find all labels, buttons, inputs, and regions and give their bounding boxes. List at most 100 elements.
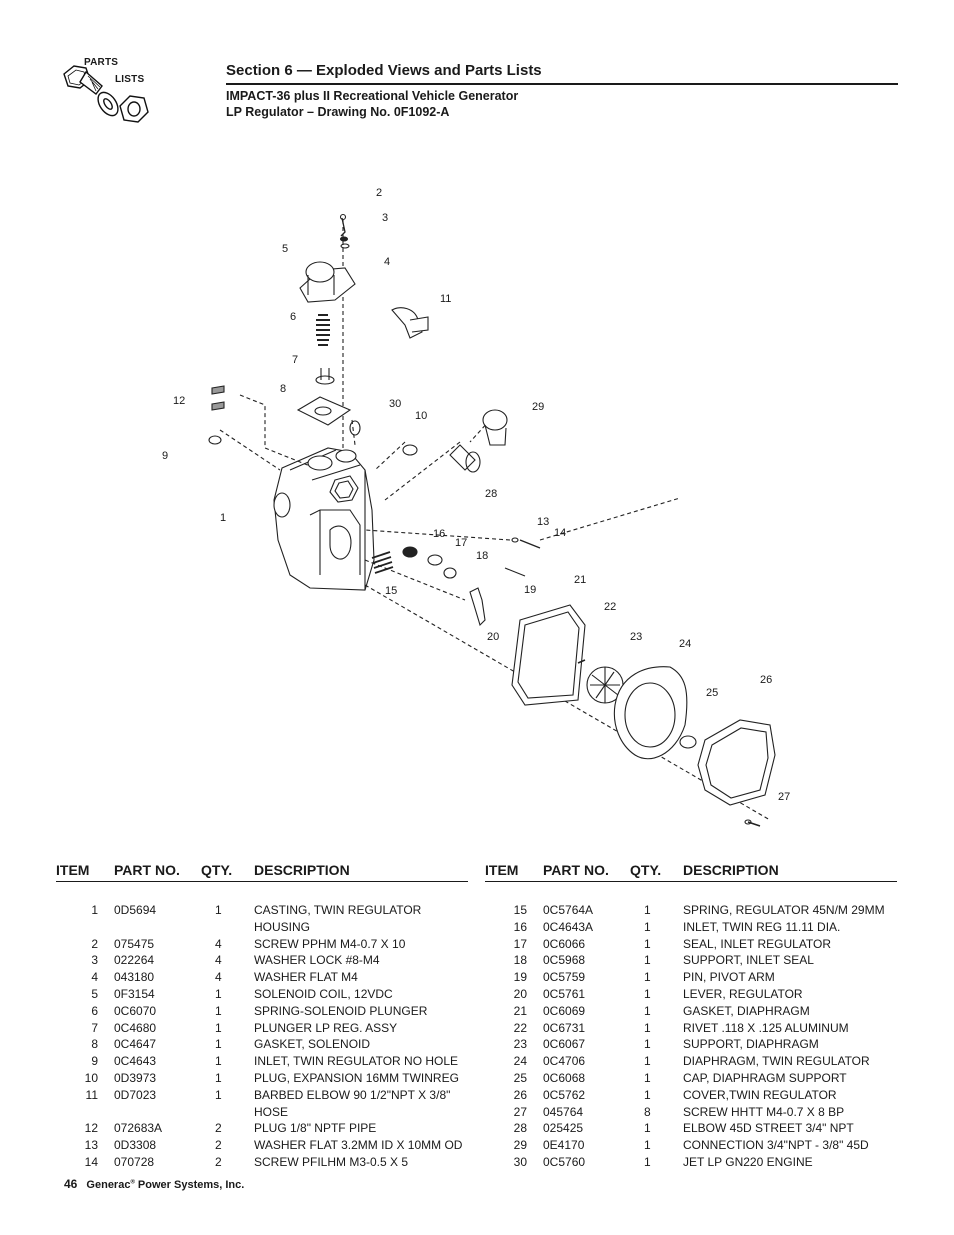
description-line-continued: HOUSING — [254, 919, 311, 934]
callout-18: 18 — [476, 550, 489, 562]
callout-13: 13 — [537, 516, 550, 528]
page-footer: 46 Generac® Power Systems, Inc. — [64, 1177, 244, 1191]
cell-item: 13 — [84, 1138, 98, 1153]
cell-description: CAP, DIAPHRAGM SUPPORT — [683, 1070, 897, 1087]
description-line: PLUG, EXPANSION 16MM TWINREG — [254, 1070, 459, 1085]
description-line: CONNECTION 3/4"NPT - 3/8" 45D — [683, 1138, 869, 1153]
cell-qty: 1 — [215, 1054, 222, 1069]
description-line: GASKET, SOLENOID — [254, 1037, 371, 1052]
cell-description: RIVET .118 X .125 ALUMINUM — [683, 1020, 897, 1037]
cell-part-no: 0C4643A — [543, 919, 594, 934]
cell-qty: 1 — [644, 1054, 651, 1069]
cell-qty: 4 — [215, 970, 222, 985]
description-line: CASTING, TWIN REGULATOR — [254, 903, 422, 917]
description-line: PLUG 1/8" NPTF PIPE — [254, 1121, 377, 1136]
logo-text-lists: LISTS — [115, 74, 145, 85]
cell-item: 24 — [513, 1054, 527, 1069]
callout-24: 24 — [679, 638, 692, 650]
cell-item: 17 — [513, 936, 527, 951]
description-line: DIAPHRAGM, TWIN REGULATOR — [683, 1054, 870, 1069]
callout-16: 16 — [433, 528, 446, 540]
cell-description: SUPPORT, DIAPHRAGM — [683, 1036, 897, 1053]
description-line: PLUNGER LP REG. ASSY — [254, 1020, 398, 1035]
cell-description: SUPPORT, INLET SEAL — [683, 952, 897, 969]
cell-item: 19 — [513, 970, 527, 985]
header-item: ITEM — [485, 862, 543, 882]
description-line: ELBOW 45D STREET 3/4" NPT — [683, 1121, 854, 1136]
cell-part-no: 0C5761 — [543, 986, 586, 1001]
description-line: SUPPORT, DIAPHRAGM — [683, 1037, 819, 1052]
callout-20: 20 — [487, 631, 500, 643]
cell-item: 27 — [513, 1104, 527, 1119]
cell-part-no: 043180 — [114, 970, 155, 985]
cell-item: 26 — [513, 1087, 527, 1102]
cell-description: SCREW HHTT M4-0.7 X 8 BP — [683, 1104, 897, 1121]
cell-item: 2 — [91, 936, 98, 951]
callout-4: 4 — [384, 256, 391, 268]
cell-description: SPRING-SOLENOID PLUNGER — [254, 1003, 468, 1020]
callout-22: 22 — [604, 601, 617, 613]
cell-part-no: 070728 — [114, 1154, 155, 1169]
callout-26: 26 — [760, 674, 773, 686]
cell-description: PIN, PIVOT ARM — [683, 969, 897, 986]
callout-19: 19 — [524, 584, 537, 596]
callout-23: 23 — [630, 631, 643, 643]
header-qty: QTY. — [201, 862, 254, 882]
cell-part-no: 0C5760 — [543, 1154, 586, 1169]
cell-qty: 2 — [215, 1138, 222, 1153]
cell-description: WASHER LOCK #8-M4 — [254, 952, 468, 969]
callout-8: 8 — [280, 383, 287, 395]
description-line: SCREW PFILHM M3-0.5 X 5 — [254, 1154, 409, 1169]
cell-qty: 2 — [215, 1154, 222, 1169]
callout-1: 1 — [220, 512, 227, 524]
cell-qty: 1 — [215, 903, 222, 917]
cell-item: 29 — [513, 1138, 527, 1153]
cell-part-no: 025425 — [543, 1121, 584, 1136]
description-line: SOLENOID COIL, 12VDC — [254, 986, 393, 1001]
registered-mark: ® — [130, 1179, 135, 1186]
cell-qty: 1 — [644, 1087, 651, 1102]
cell-qty: 1 — [644, 1003, 651, 1018]
cell-qty: 1 — [644, 1138, 651, 1153]
cell-item: 8 — [91, 1037, 98, 1052]
cell-part-no: 0D3308 — [114, 1138, 157, 1153]
cell-part-no: 0C6068 — [543, 1070, 586, 1085]
section-title: Section 6 — Exploded Views and Parts Lis… — [226, 62, 898, 85]
cell-description: INLET, TWIN REG 11.11 DIA. — [683, 919, 897, 936]
cell-qty: 2 — [215, 1121, 222, 1136]
cell-qty: 1 — [215, 1070, 222, 1085]
cell-description: WASHER FLAT M4 — [254, 969, 468, 986]
header-description: DESCRIPTION — [254, 862, 468, 882]
cell-description: SPRING, REGULATOR 45N/M 29MM — [683, 882, 897, 919]
cell-description: PLUNGER LP REG. ASSY — [254, 1020, 468, 1037]
description-line: SCREW HHTT M4-0.7 X 8 BP — [683, 1104, 845, 1119]
cell-part-no: 0D5694 — [114, 903, 157, 917]
callout-15: 15 — [385, 585, 398, 597]
company-name: Generac — [86, 1179, 131, 1191]
description-line: GASKET, DIAPHRAGM — [683, 1003, 810, 1018]
cell-item: 25 — [513, 1070, 527, 1085]
cell-part-no: 0D7023 — [114, 1087, 157, 1102]
cell-qty: 1 — [215, 1020, 222, 1035]
cell-part-no: 0C6731 — [543, 1020, 586, 1035]
header-item: ITEM — [56, 862, 114, 882]
cell-part-no: 0C5968 — [543, 953, 586, 968]
cell-item: 28 — [513, 1121, 527, 1136]
cell-qty: 1 — [644, 919, 651, 934]
cell-part-no: 0C4680 — [114, 1020, 157, 1035]
cell-description: COVER,TWIN REGULATOR — [683, 1087, 897, 1104]
callout-3: 3 — [382, 212, 389, 224]
cell-item: 21 — [513, 1003, 527, 1018]
